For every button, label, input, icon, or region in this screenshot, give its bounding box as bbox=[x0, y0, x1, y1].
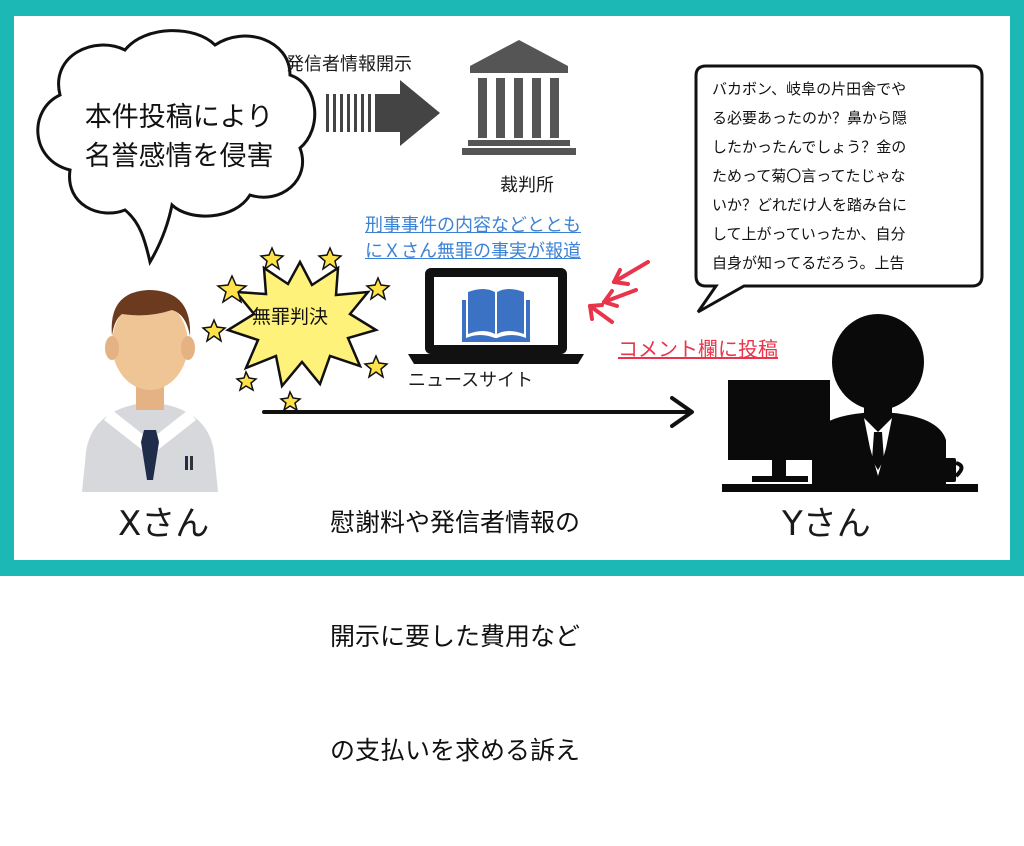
lawsuit-arrow-icon bbox=[262, 396, 694, 428]
comment-label: コメント欄に投稿 bbox=[618, 337, 778, 361]
comment-line: 自身が知ってるだろう。上告 bbox=[712, 254, 905, 272]
comment-line: バカボン、岐阜の片田舎でや bbox=[712, 80, 907, 98]
verdict-burst bbox=[201, 246, 391, 412]
courthouse-icon bbox=[462, 40, 576, 155]
laptop-icon bbox=[408, 268, 584, 364]
news-site-label: ニュースサイト bbox=[408, 370, 534, 391]
left-bubble-text: 本件投稿により 名誉感情を侵害 bbox=[54, 98, 304, 176]
person-x-avatar bbox=[82, 290, 218, 492]
book-icon bbox=[462, 289, 530, 342]
desk bbox=[722, 484, 978, 492]
person-x-label: Xさん bbox=[118, 504, 210, 544]
comment-line: いか？どれだけ人を踏み台に bbox=[712, 196, 908, 214]
right-bubble-text: バカボン、岐阜の片田舎でや る必要あったのか？鼻から隠 したかったんでしょう？金… bbox=[712, 75, 974, 278]
lawsuit-line-2: 開示に要した費用など bbox=[330, 622, 581, 651]
diagram-graphics bbox=[36, 29, 984, 492]
news-report-link[interactable]: 刑事事件の内容などととも にＸさん無罪の事実が報道 bbox=[365, 213, 633, 265]
comment-line: して上がっていったか、自分 bbox=[712, 225, 906, 243]
comment-line: ためって菊〇言ってたじゃな bbox=[712, 167, 906, 185]
lawsuit-text: 慰謝料や発信者情報の 開示に要した費用など の支払いを求める訴え bbox=[330, 428, 580, 846]
comment-line: る必要あったのか？鼻から隠 bbox=[712, 109, 908, 127]
comment-arrows-icon bbox=[588, 260, 650, 324]
verdict-label: 無罪判決 bbox=[252, 306, 329, 328]
left-bubble-line-2: 名誉感情を侵害 bbox=[84, 141, 274, 172]
right-speech-bubble bbox=[694, 64, 984, 314]
person-y-label: Yさん bbox=[782, 504, 871, 544]
disclosure-arrow-icon bbox=[326, 80, 440, 146]
lawsuit-line-3: の支払いを求める訴え bbox=[330, 736, 581, 765]
person-y-avatar bbox=[722, 314, 978, 492]
news-link-line-2: にＸさん無罪の事実が報道 bbox=[365, 241, 581, 262]
comment-line: したかったんでしょう？金の bbox=[712, 138, 907, 156]
news-link-line-1: 刑事事件の内容などととも bbox=[365, 215, 581, 236]
disclosure-label: 発信者情報開示 bbox=[286, 54, 412, 75]
left-speech-bubble bbox=[36, 29, 317, 267]
monitor-icon bbox=[728, 380, 830, 460]
mug-icon bbox=[934, 458, 956, 482]
left-bubble-line-1: 本件投稿により bbox=[84, 102, 274, 133]
outer-frame: 本件投稿により 名誉感情を侵害 発信者情報開示 裁判所 刑事事件の内容などととも… bbox=[0, 0, 1024, 765]
court-label: 裁判所 bbox=[500, 175, 554, 196]
lawsuit-line-1: 慰謝料や発信者情報の bbox=[330, 508, 581, 537]
